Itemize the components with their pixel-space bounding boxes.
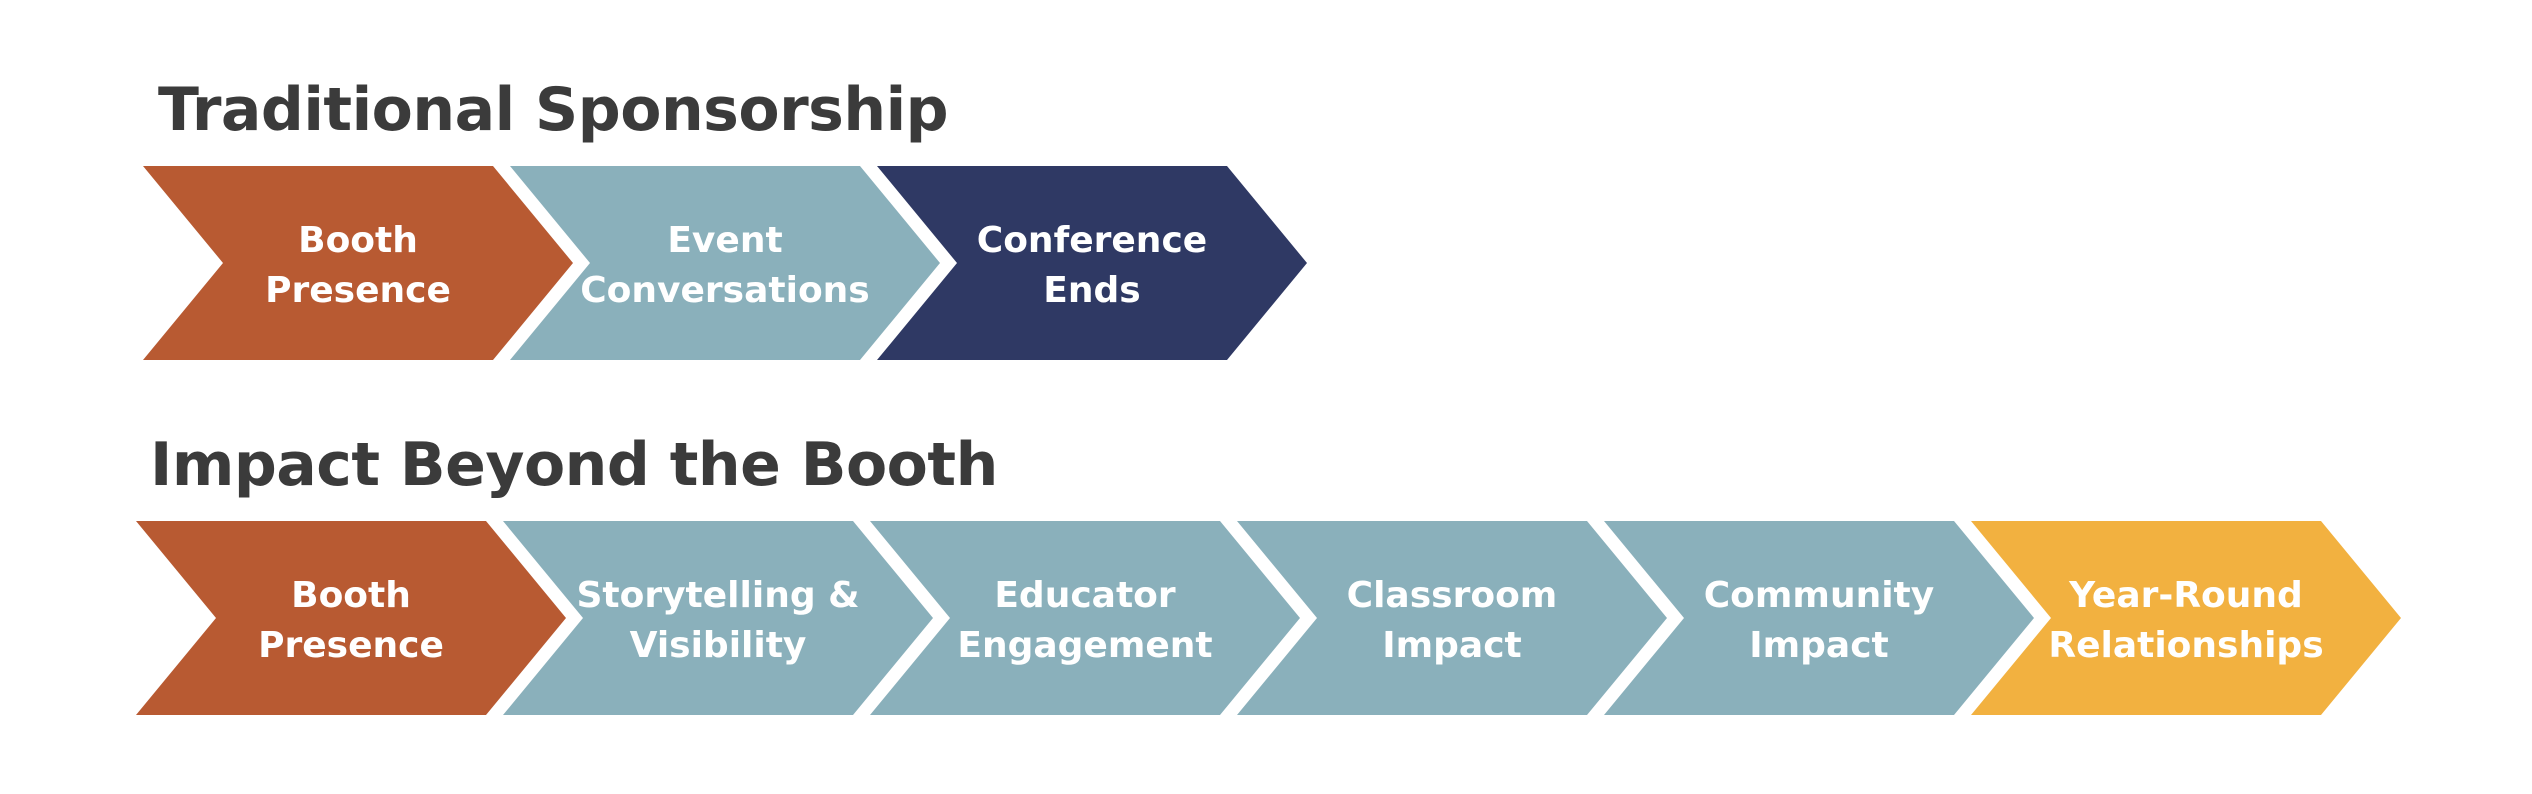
chevron-label-line1: Conference bbox=[977, 220, 1207, 261]
chevron-shape bbox=[503, 521, 933, 715]
chevron-shape bbox=[136, 521, 566, 715]
chevron-shape bbox=[1604, 521, 2034, 715]
chevron-shape bbox=[1971, 521, 2401, 715]
chevron-shape bbox=[870, 521, 1300, 715]
chevron-label-line1: Booth bbox=[291, 575, 411, 616]
chevron-label-line2: Impact bbox=[1749, 625, 1889, 666]
chevron-label-line1: Event bbox=[667, 220, 782, 261]
chevron-shape bbox=[877, 166, 1307, 360]
chevron-shape bbox=[1237, 521, 1667, 715]
chevron-label-line2: Engagement bbox=[957, 625, 1212, 666]
chevron-label-line1: Year-Round bbox=[2068, 575, 2303, 616]
chevron-step-storytelling-and-visibility: Storytelling & Visibility bbox=[503, 521, 933, 715]
chevron-label-line2: Presence bbox=[265, 270, 451, 311]
section-title-impact-beyond-the-booth: Impact Beyond the Booth bbox=[150, 430, 998, 500]
chevron-label-line2: Relationships bbox=[2048, 625, 2323, 666]
chevron-label-line1: Classroom bbox=[1347, 575, 1558, 616]
chevron-label-line1: Booth bbox=[298, 220, 418, 261]
chevron-label-line2: Conversations bbox=[580, 270, 869, 311]
chevron-shape bbox=[510, 166, 940, 360]
chevron-label-line1: Educator bbox=[994, 575, 1176, 616]
chevron-label-line1: Community bbox=[1704, 575, 1934, 616]
chevron-label-line2: Ends bbox=[1043, 270, 1140, 311]
chevron-shape bbox=[143, 166, 573, 360]
chevron-label-line2: Visibility bbox=[630, 625, 807, 666]
chevron-label-line2: Presence bbox=[258, 625, 444, 666]
section-title-traditional-sponsorship: Traditional Sponsorship bbox=[158, 75, 949, 145]
chevron-label-line1: Storytelling & bbox=[576, 575, 859, 616]
chevron-label-line2: Impact bbox=[1382, 625, 1522, 666]
